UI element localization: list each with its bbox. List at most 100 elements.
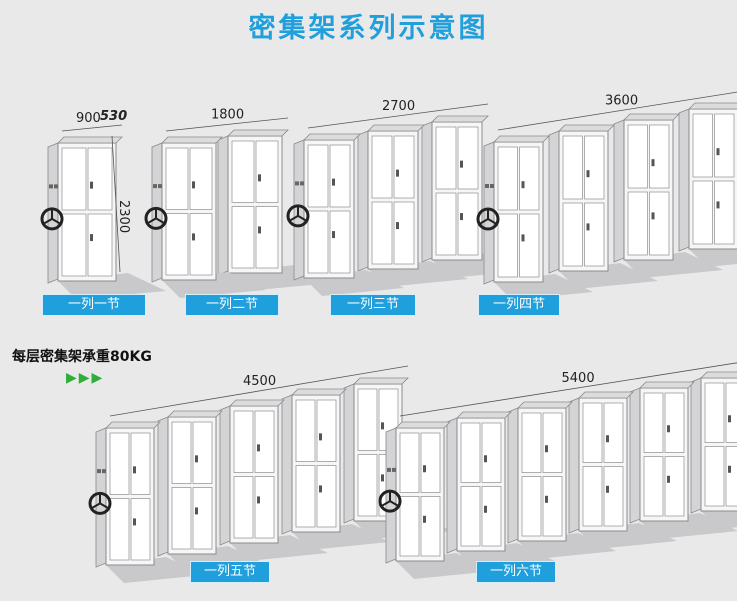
lock-handle-icon [521,181,525,189]
side-panel [421,121,433,263]
door-panel [542,412,563,473]
hand-wheel-icon [286,204,310,228]
door-panel [643,392,664,453]
door-panel [562,202,583,267]
door-panel [399,432,420,493]
indicator-icon [295,181,299,186]
wheel-spoke [43,218,53,225]
wheel-spoke [297,215,307,222]
lock-handle-icon [484,455,487,463]
width-dimension-line [497,91,737,131]
indicator-icon [387,467,391,472]
lock-handle-icon [651,159,655,167]
lock-handle-icon [332,231,335,239]
door-panel [627,191,648,256]
door-panel [457,126,479,190]
door-panel [61,213,87,277]
page-title: 密集架系列示意图 [248,13,489,44]
door-panel [521,412,542,473]
cabinet-top [623,113,680,121]
hand-wheel-icon [378,489,402,513]
side-panel [613,119,625,263]
cabinet-unit-3-1 [286,133,404,296]
cabinet-top [161,136,223,144]
door-panel [457,192,479,256]
cabinet-top [227,129,289,137]
cabinet-unit-6-6 [690,371,737,529]
door-panel [189,147,213,210]
width-label: 900 [76,111,101,126]
door-panel [233,410,254,473]
cabinet-top [395,421,451,429]
cabinet-top [303,133,361,141]
hand-wheel-icon [144,206,168,230]
width-label: 3600 [605,94,638,109]
hand-wheel-icon [88,491,112,515]
cabinet-top [367,124,425,132]
height-label: 2300 [116,200,131,233]
door-panel [255,206,279,269]
door-panel [714,113,735,178]
door-panel [399,496,420,557]
width-label: 5400 [562,371,595,386]
wheel-spoke [487,218,497,225]
door-panel [704,446,725,507]
cabinet-unit-4-2 [548,124,658,289]
door-panel [627,124,648,189]
side-panel [690,377,702,514]
side-panel [507,407,519,544]
cabinet-unit-5-3 [219,399,328,561]
door-panel [393,135,415,199]
door-panel [130,432,151,495]
side-panel [678,108,690,252]
lock-handle-icon [396,169,399,177]
door-panel [329,210,351,274]
cabinet-unit-3-2 [357,124,468,287]
wheel-spoke [155,217,165,224]
lock-handle-icon [195,507,198,515]
door-panel [192,421,213,484]
door-panel [481,422,502,483]
door-panel [603,402,624,463]
lock-handle-icon [258,226,261,234]
door-panel [316,465,337,528]
wheel-spoke [389,500,399,507]
width-label: 1800 [211,108,244,123]
lock-handle-icon [381,422,384,430]
wheel-spoke [91,502,101,509]
door-panel [165,213,189,276]
cabinet-top [493,135,550,143]
lock-handle-icon [396,222,399,230]
caption-2: 一列二节 [185,294,279,316]
lock-handle-icon [257,496,260,504]
lock-handle-icon [195,455,198,463]
indicator-icon [158,184,162,189]
door-panel [664,392,685,453]
lock-handle-icon [606,485,609,493]
door-panel [519,213,540,278]
lock-handle-icon [460,160,463,168]
door-panel [357,388,378,451]
lock-handle-icon [381,474,384,482]
door-panel [582,466,603,527]
cabinet-top [517,401,573,409]
cabinet-unit-4-3 [613,113,723,278]
cabinet-unit-1-1 [40,136,166,299]
side-panel [446,417,458,554]
lock-handle-icon [90,234,93,242]
door-panel [584,135,605,200]
door-panel [649,191,670,256]
door-panel [307,144,329,208]
door-panel [393,201,415,265]
floor-rail [701,506,737,529]
caption-5: 一列五节 [190,561,270,583]
lock-handle-icon [716,201,720,209]
cabinet-top [291,388,347,396]
cabinet-top [229,399,285,407]
width-dimension-line [307,103,489,129]
door-panel [497,146,518,211]
lock-handle-icon [651,212,655,220]
door-panel [582,402,603,463]
lock-handle-icon [521,234,525,242]
